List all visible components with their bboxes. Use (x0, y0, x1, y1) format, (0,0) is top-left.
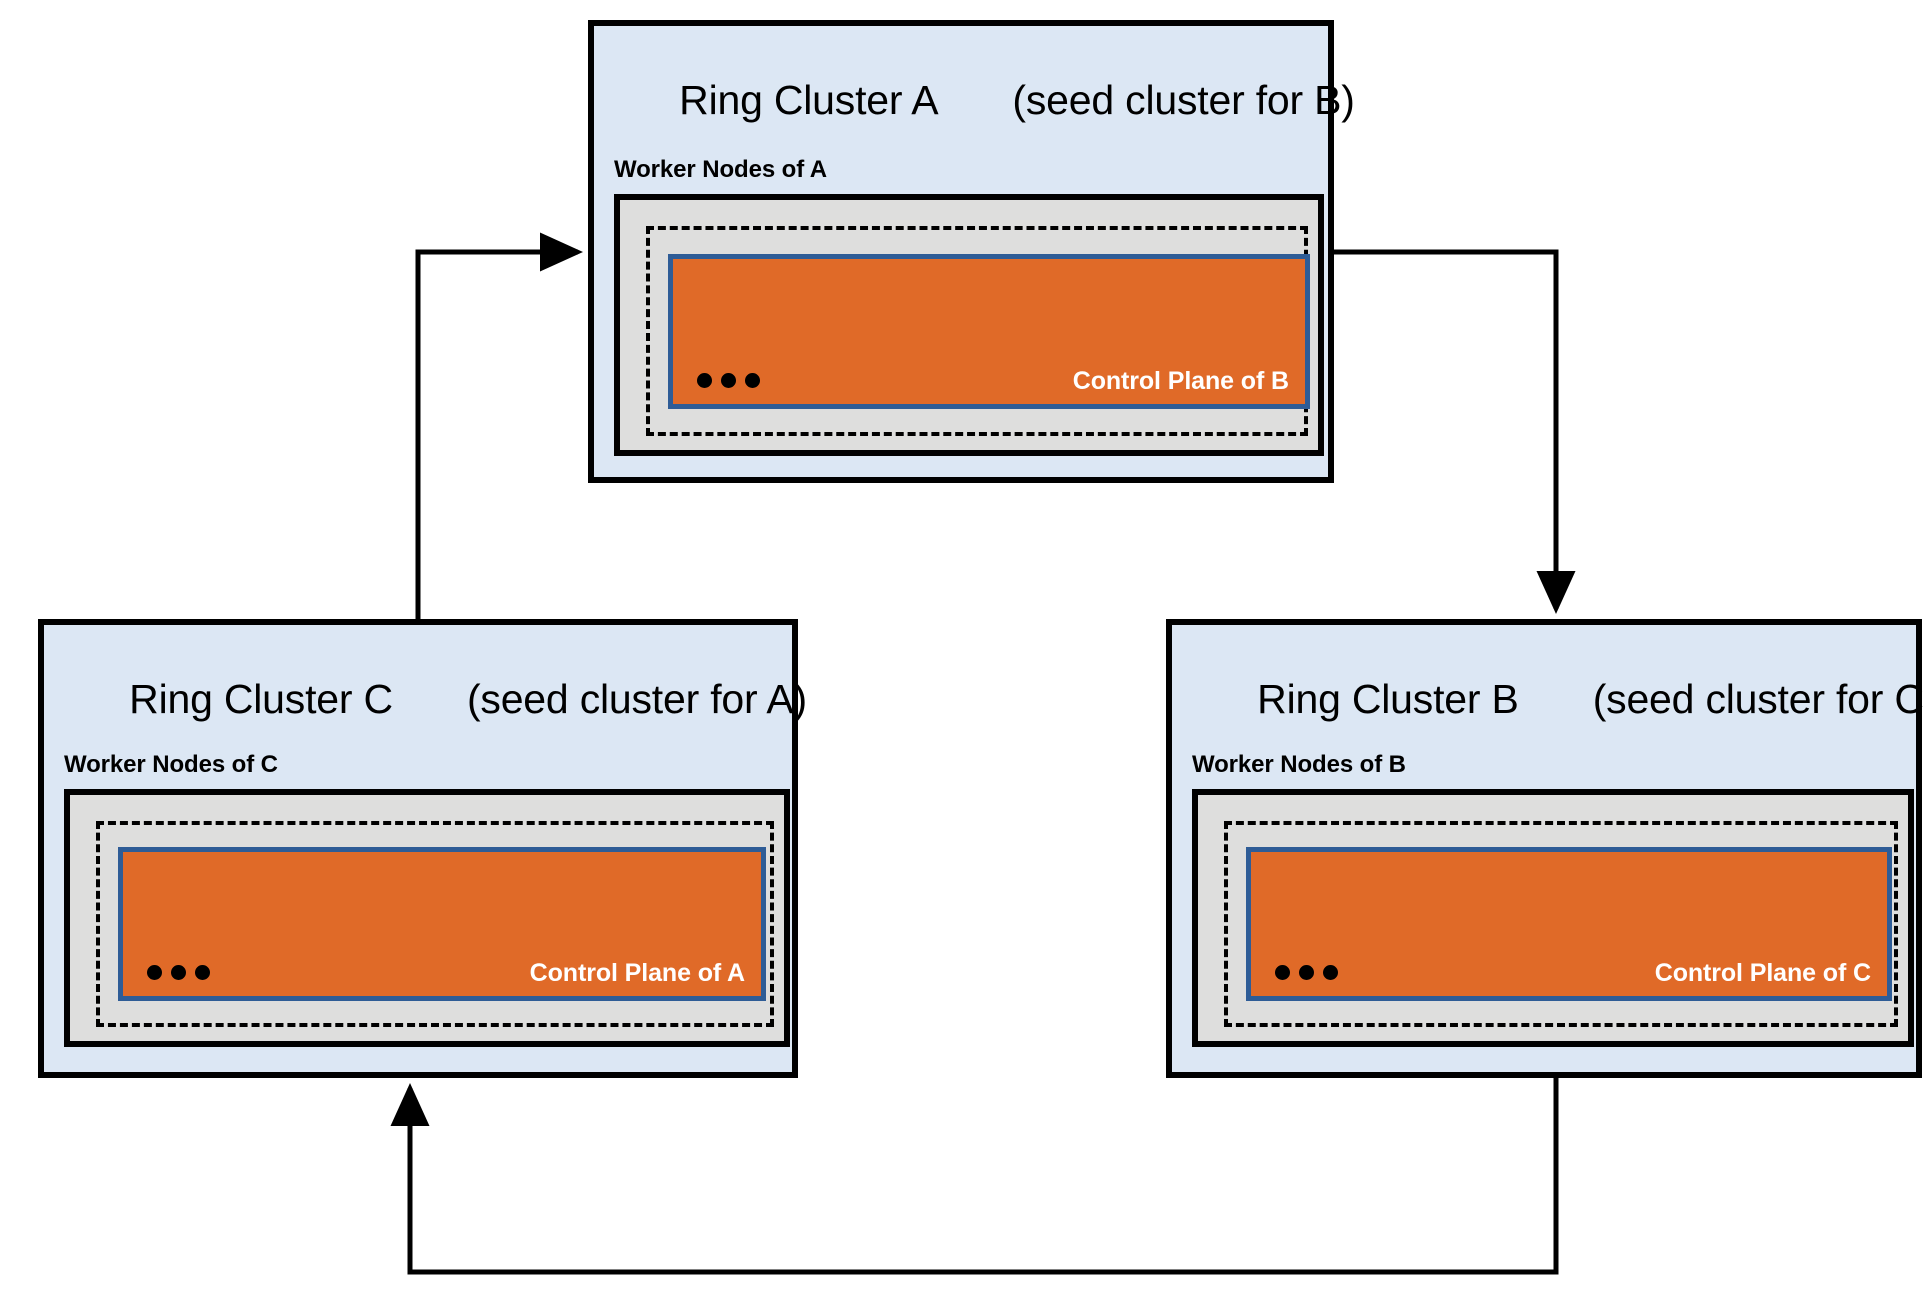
control-plane-box-b[interactable]: Control Plane of C (1246, 847, 1892, 1001)
cluster-name-b: Ring Cluster B (1257, 676, 1519, 723)
control-plane-label-a: Control Plane of B (1072, 367, 1289, 395)
worker-node-group-b[interactable]: Control Plane of C (1192, 789, 1914, 1047)
cluster-box-b[interactable]: Ring Cluster B (seed cluster for C) Worke… (1166, 619, 1924, 1078)
cluster-title-b: Ring Cluster B (seed cluster for C) (1190, 635, 1924, 764)
cluster-seed-note-c: (seed cluster for A) (466, 676, 808, 723)
arrow-b-to-c (390, 1078, 1559, 1275)
ellipsis-icon-b (1275, 965, 1338, 980)
cluster-name-c: Ring Cluster C (129, 676, 393, 723)
control-plane-box-c[interactable]: Control Plane of A (118, 847, 766, 1001)
worker-node-dashed-frame-c (96, 821, 774, 1027)
cluster-title-c: Ring Cluster C (seed cluster for A) (62, 635, 807, 764)
cluster-title-a: Ring Cluster A (seed cluster for B) (612, 36, 1355, 165)
worker-node-dashed-frame-b (1224, 821, 1898, 1027)
arrow-a-to-b (1334, 249, 1576, 615)
control-plane-label-c: Control Plane of A (529, 959, 745, 987)
worker-nodes-label-c: Worker Nodes of C (64, 751, 278, 778)
worker-node-group-a[interactable]: Control Plane of B (614, 194, 1324, 456)
cluster-box-c[interactable]: Ring Cluster C (seed cluster for A) Worke… (38, 619, 807, 1078)
worker-nodes-label-b: Worker Nodes of B (1192, 751, 1406, 778)
cluster-name-a: Ring Cluster A (679, 77, 939, 124)
arrow-c-to-a (415, 232, 584, 619)
cluster-seed-note-a: (seed cluster for B) (1012, 77, 1355, 124)
ellipsis-icon-c (147, 965, 210, 980)
ellipsis-icon-a (697, 373, 760, 388)
worker-nodes-label-a: Worker Nodes of A (614, 156, 827, 183)
control-plane-box-a[interactable]: Control Plane of B (668, 254, 1310, 409)
control-plane-label-b: Control Plane of C (1654, 959, 1871, 987)
cluster-seed-note-b: (seed cluster for C) (1592, 676, 1924, 723)
worker-node-group-c[interactable]: Control Plane of A (64, 789, 790, 1047)
cluster-box-a[interactable]: Ring Cluster A (seed cluster for B) Worke… (588, 20, 1355, 483)
